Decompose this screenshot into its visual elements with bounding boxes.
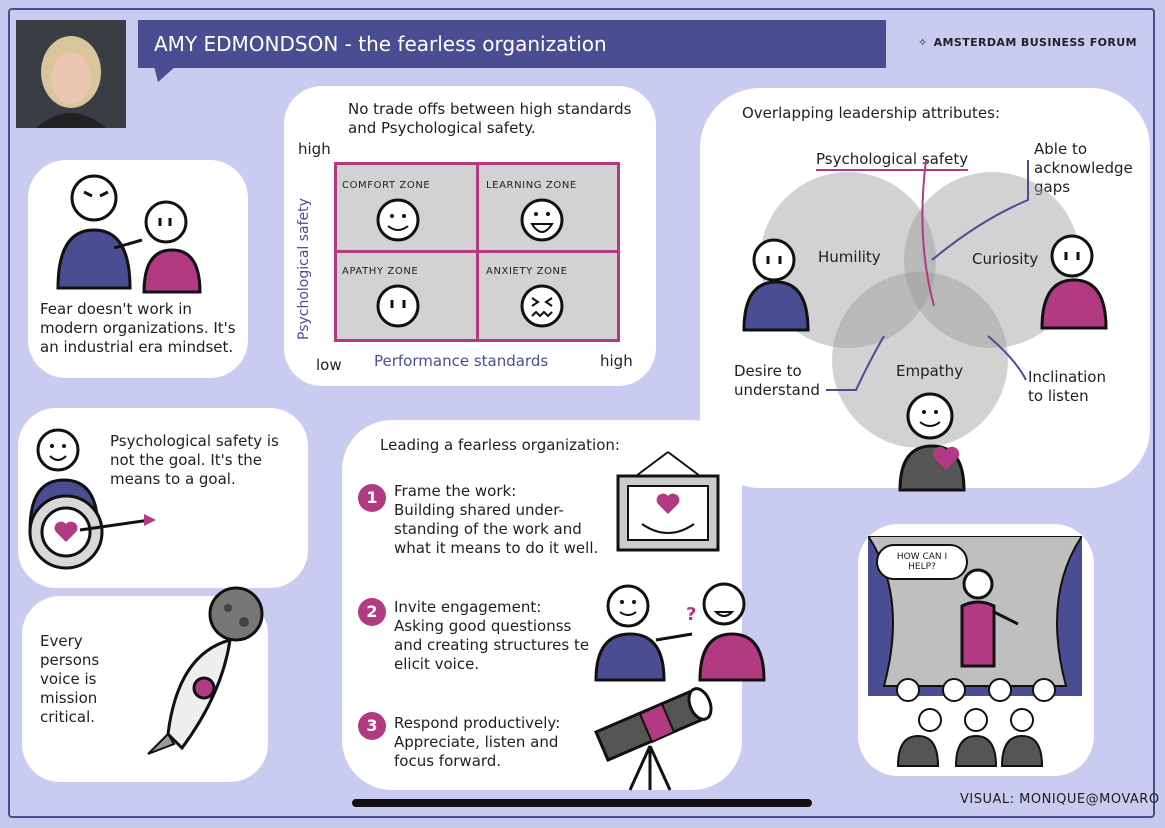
psych-safety-label: Psychological safety — [816, 150, 969, 171]
step-1-title: Frame the work: — [394, 482, 517, 500]
x-axis-label: Performance standards — [374, 352, 549, 370]
step-1-text: Frame the work: Building shared under-st… — [394, 482, 614, 558]
brand-label: AMSTERDAM BUSINESS FORUM — [933, 36, 1137, 49]
learning-zone-label: LEARNING ZONE — [486, 180, 577, 191]
y-high-label: high — [298, 140, 331, 158]
matrix-heading: No trade offs between high standards and… — [348, 100, 632, 137]
fear-text: Fear doesn't work in modern organization… — [40, 300, 236, 356]
anxiety-face-icon — [520, 284, 564, 328]
humility-label: Humility — [818, 248, 881, 266]
step-2-body: Asking good questionss and creating stru… — [394, 617, 590, 673]
comfort-face-icon — [376, 198, 420, 242]
step-3-title: Respond productively: — [394, 714, 561, 732]
empathy-label: Empathy — [896, 362, 964, 380]
credit-text: VISUAL: MONIQUE@MOVARO — [960, 792, 1160, 807]
fear-people-illustration — [56, 174, 202, 294]
low-label: low — [316, 356, 342, 374]
leadership-heading: Overlapping leadership attributes: — [742, 104, 1001, 122]
voice-text: Every persons voice is mission critical. — [40, 632, 100, 726]
steps-heading: Leading a fearless organization: — [380, 436, 620, 454]
speech-bubble: HOW CAN I HELP? — [876, 544, 968, 580]
framed-heart-illustration — [616, 451, 720, 552]
step-3-number: 3 — [358, 712, 386, 740]
rocket-illustration — [147, 586, 264, 755]
step-1-body: Building shared under-standing of the wo… — [394, 501, 599, 557]
x-high-label: high — [600, 352, 633, 370]
step-1-number: 1 — [358, 484, 386, 512]
brand-name: ✧ AMSTERDAM BUSINESS FORUM — [918, 36, 1137, 49]
engagement-people-illustration — [594, 582, 766, 682]
step-2-title: Invite engagement: — [394, 598, 542, 616]
step-2-number: 2 — [358, 598, 386, 626]
venn-diagram — [742, 160, 1108, 492]
title-bar-tail — [154, 66, 176, 82]
curiosity-label: Curiosity — [972, 250, 1039, 268]
comfort-zone-label: COMFORT ZONE — [342, 180, 431, 191]
y-axis-label: Psychological safety — [296, 198, 312, 340]
curiosity-person-icon — [1040, 234, 1108, 330]
question-mark: ? — [686, 604, 697, 625]
home-indicator — [352, 799, 812, 807]
learning-face-icon — [520, 198, 564, 242]
apathy-face-icon — [376, 284, 420, 328]
acknowledge-label: Able to acknowledge gaps — [1034, 140, 1133, 196]
humility-person-icon — [742, 238, 810, 332]
desire-label: Desire to understand — [734, 362, 820, 399]
anxiety-zone-label: ANXIETY ZONE — [486, 266, 568, 277]
step-3-text: Respond productively: Appreciate, listen… — [394, 714, 594, 771]
page-title: AMY EDMONDSON - the fearless organizatio… — [138, 20, 886, 68]
inclination-label: Inclination to listen — [1028, 368, 1106, 405]
target-person-illustration — [28, 428, 156, 570]
telescope-illustration — [594, 687, 713, 791]
diamond-icon: ✧ — [918, 36, 928, 49]
zone-faces — [376, 198, 564, 328]
empathy-person-icon — [898, 392, 966, 492]
step-3-body: Appreciate, listen and focus forward. — [394, 733, 559, 770]
step-2-text: Invite engagement: Asking good questions… — [394, 598, 594, 674]
goal-text: Psychological safety is not the goal. It… — [110, 432, 279, 488]
speaker-photo — [16, 20, 126, 128]
apathy-zone-label: APATHY ZONE — [342, 266, 419, 277]
